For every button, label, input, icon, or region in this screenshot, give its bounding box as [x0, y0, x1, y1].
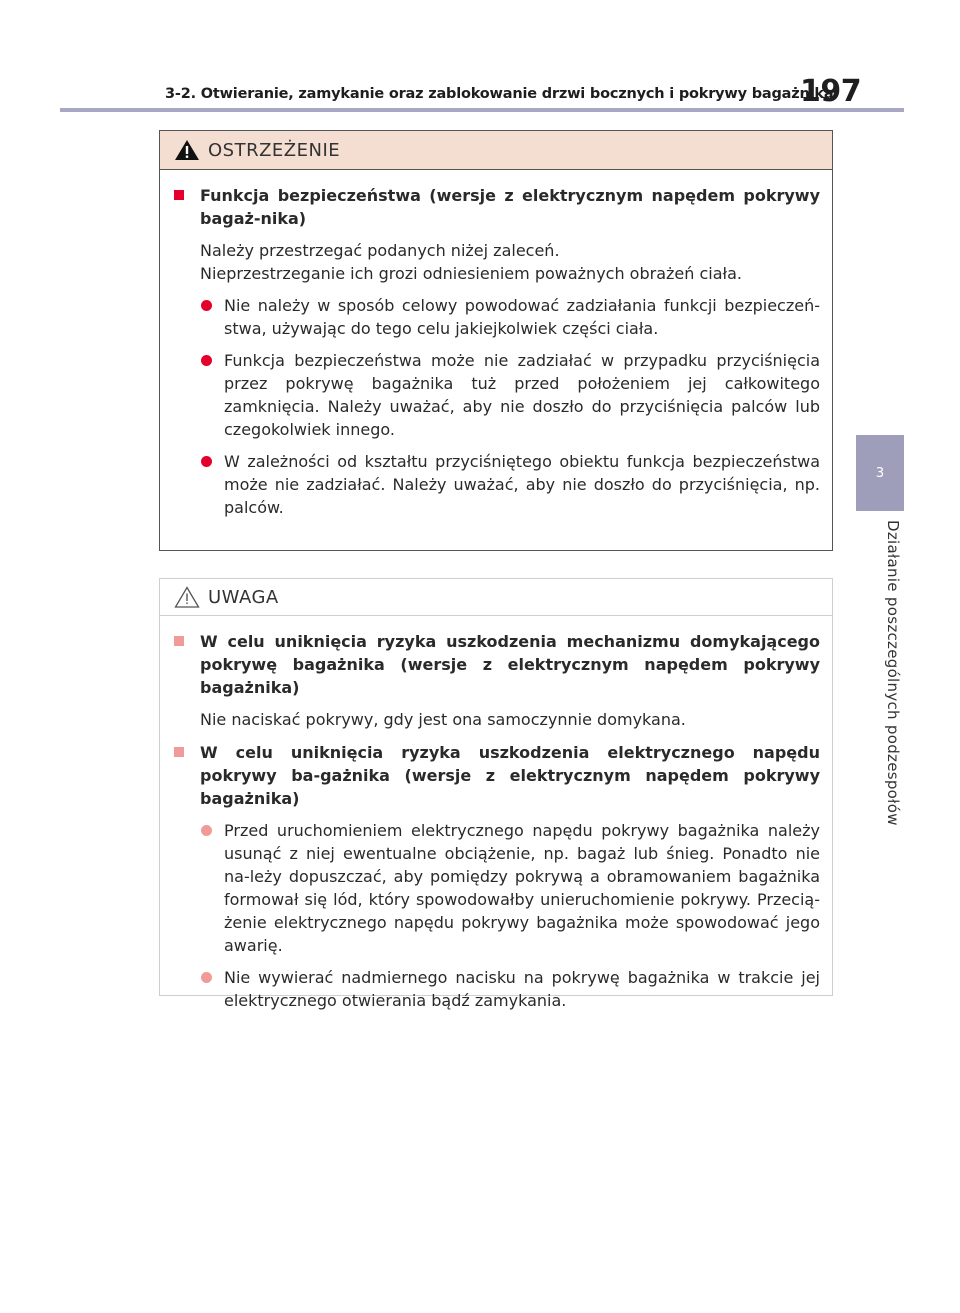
warning-box: OSTRZEŻENIE Funkcja bezpieczeństwa (wers… — [159, 130, 833, 551]
notice-section2-title-text: W celu uniknięcia ryzyka uszkodzenia ele… — [200, 743, 820, 808]
warning-header: OSTRZEŻENIE — [160, 131, 832, 170]
warning-bullet: Funkcja bezpieczeństwa może nie zadziała… — [174, 349, 820, 441]
notice-section1-title-text: W celu uniknięcia ryzyka uszkodzenia mec… — [200, 632, 820, 697]
round-bullet-icon — [201, 972, 212, 983]
chapter-number: 3 — [875, 465, 885, 481]
round-bullet-icon — [201, 300, 212, 311]
notice-header: UWAGA — [160, 579, 832, 616]
warning-content: Funkcja bezpieczeństwa (wersje z elektry… — [160, 170, 832, 519]
notice-bullet: Nie wywierać nadmiernego nacisku na pokr… — [174, 966, 820, 1012]
warning-intro: Należy przestrzegać podanych niżej zalec… — [174, 239, 820, 285]
notice-section1-text: Nie naciskać pokrywy, gdy jest ona samoc… — [200, 710, 686, 729]
notice-bullet: Przed uruchomieniem elektrycznego napędu… — [174, 819, 820, 957]
notice-heading: UWAGA — [208, 586, 279, 608]
warning-section-title-text: Funkcja bezpieczeństwa (wersje z elektry… — [200, 186, 820, 228]
chapter-title-vertical: Działanie poszczególnych podzespołów — [884, 520, 902, 826]
square-bullet-icon — [174, 636, 184, 646]
warning-bullet-text: Nie należy w sposób celowy powodować zad… — [224, 296, 820, 338]
warning-intro-line: Należy przestrzegać podanych niżej zalec… — [200, 241, 560, 260]
round-bullet-icon — [201, 825, 212, 836]
notice-content: W celu uniknięcia ryzyka uszkodzenia mec… — [160, 616, 832, 1012]
warning-section-title: Funkcja bezpieczeństwa (wersje z elektry… — [174, 184, 820, 230]
warning-bullet: W zależności od kształtu przyciśniętego … — [174, 450, 820, 519]
warning-triangle-icon — [175, 140, 199, 160]
square-bullet-icon — [174, 190, 184, 200]
notice-section-title: W celu uniknięcia ryzyka uszkodzenia ele… — [174, 741, 820, 810]
warning-bullet-text: W zależności od kształtu przyciśniętego … — [224, 452, 820, 517]
square-bullet-icon — [174, 747, 184, 757]
caution-triangle-icon — [174, 586, 200, 608]
notice-bullet-text: Nie wywierać nadmiernego nacisku na pokr… — [224, 968, 820, 1010]
notice-section-title: W celu uniknięcia ryzyka uszkodzenia mec… — [174, 630, 820, 699]
running-header: 3-2. Otwieranie, zamykanie oraz zablokow… — [165, 86, 834, 102]
page-number: 197 — [800, 74, 862, 109]
warning-bullet-text: Funkcja bezpieczeństwa może nie zadziała… — [224, 351, 820, 439]
round-bullet-icon — [201, 456, 212, 467]
header-rule — [60, 108, 904, 112]
warning-heading: OSTRZEŻENIE — [208, 139, 341, 161]
warning-intro-line: Nieprzestrzeganie ich grozi odniesieniem… — [200, 264, 742, 283]
chapter-tab: 3 — [856, 435, 904, 511]
notice-bullet-text: Przed uruchomieniem elektrycznego napędu… — [224, 821, 820, 955]
warning-bullet: Nie należy w sposób celowy powodować zad… — [174, 294, 820, 340]
round-bullet-icon — [201, 355, 212, 366]
notice-box: UWAGA W celu uniknięcia ryzyka uszkodzen… — [159, 578, 833, 1010]
